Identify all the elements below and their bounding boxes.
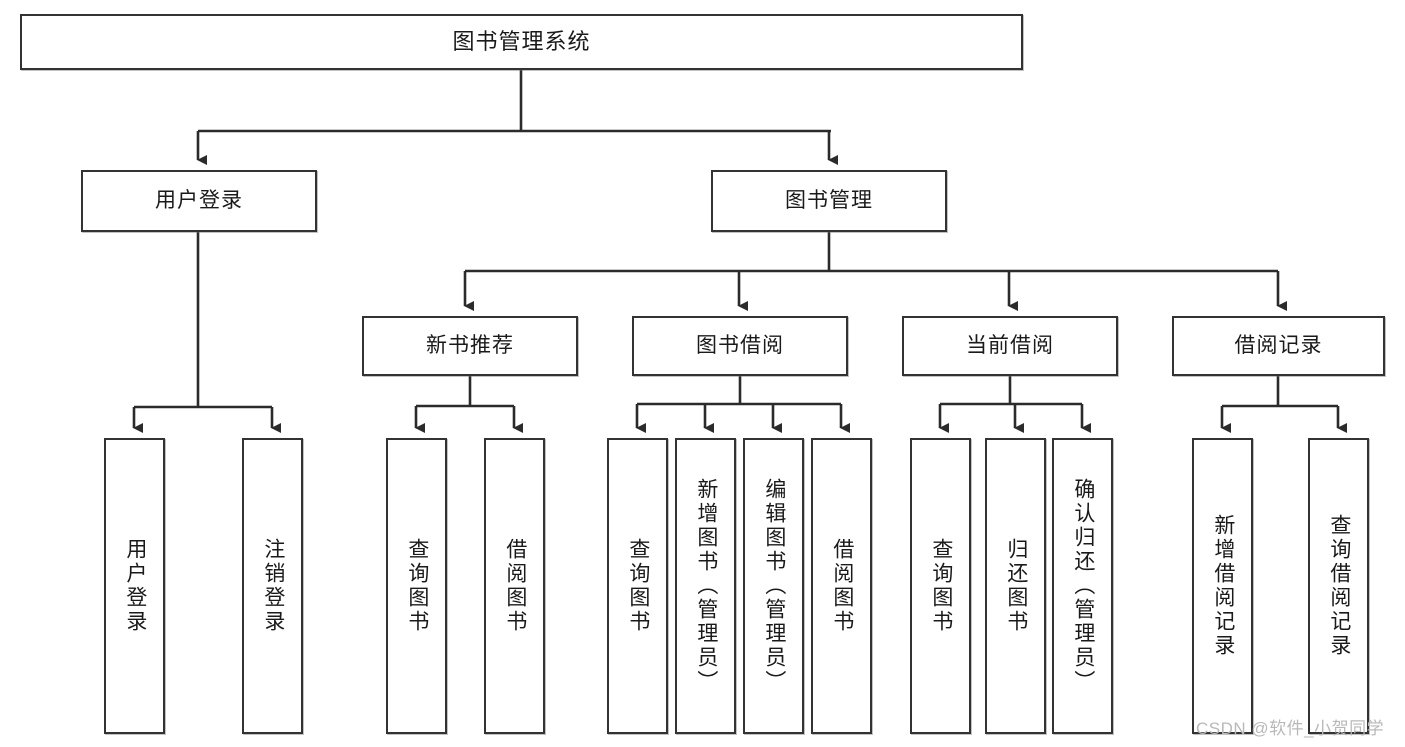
- node-book-manage[interactable]: 图书管理: [711, 170, 947, 232]
- node-leaf-query-book-3[interactable]: 查询图书: [910, 438, 971, 734]
- node-leaf-borrow-book-1-label: 借阅图书: [503, 538, 527, 634]
- node-leaf-borrow-book-2-label: 借阅图书: [830, 538, 854, 634]
- node-root[interactable]: 图书管理系统: [20, 14, 1023, 70]
- node-leaf-add-record-label: 新增借阅记录: [1211, 514, 1235, 658]
- node-leaf-borrow-book-1[interactable]: 借阅图书: [484, 438, 545, 734]
- node-leaf-query-book-1-label: 查询图书: [405, 538, 429, 634]
- node-leaf-return-book-label: 归还图书: [1004, 538, 1028, 634]
- node-leaf-return-book[interactable]: 归还图书: [985, 438, 1046, 734]
- node-leaf-add-book-label: 新增图书（管理员）: [694, 478, 718, 694]
- node-borrow-record-label: 借阅记录: [1234, 333, 1323, 357]
- node-leaf-query-book-3-label: 查询图书: [929, 538, 953, 634]
- node-book-manage-label: 图书管理: [785, 188, 873, 212]
- node-user-login[interactable]: 用户登录: [81, 170, 317, 232]
- node-leaf-user-login-label: 用户登录: [123, 538, 147, 634]
- node-leaf-query-book-2[interactable]: 查询图书: [607, 438, 668, 734]
- node-book-borrow[interactable]: 图书借阅: [632, 316, 848, 376]
- node-leaf-logout-label: 注销登录: [261, 538, 285, 634]
- node-book-borrow-label: 图书借阅: [696, 333, 784, 357]
- node-leaf-query-record-label: 查询借阅记录: [1327, 514, 1351, 658]
- node-root-label: 图书管理系统: [452, 29, 591, 55]
- node-current-borrow-label: 当前借阅: [966, 333, 1054, 357]
- node-current-borrow[interactable]: 当前借阅: [902, 316, 1118, 376]
- node-borrow-record[interactable]: 借阅记录: [1172, 316, 1385, 376]
- node-leaf-query-book-2-label: 查询图书: [626, 538, 650, 634]
- csdn-watermark: CSDN @软件_小贺同学: [1196, 719, 1385, 738]
- node-new-book-recommend[interactable]: 新书推荐: [362, 316, 578, 376]
- node-leaf-query-book-1[interactable]: 查询图书: [386, 438, 447, 734]
- node-leaf-confirm-return-label: 确认归还（管理员）: [1071, 478, 1095, 694]
- node-leaf-user-login[interactable]: 用户登录: [104, 438, 165, 734]
- node-leaf-logout[interactable]: 注销登录: [242, 438, 303, 734]
- node-leaf-edit-book-label: 编辑图书（管理员）: [762, 478, 786, 694]
- node-leaf-confirm-return[interactable]: 确认归还（管理员）: [1052, 438, 1113, 734]
- node-leaf-add-record[interactable]: 新增借阅记录: [1192, 438, 1253, 734]
- node-leaf-edit-book[interactable]: 编辑图书（管理员）: [743, 438, 804, 734]
- node-new-book-recommend-label: 新书推荐: [426, 333, 514, 357]
- node-user-login-label: 用户登录: [155, 188, 243, 212]
- node-leaf-borrow-book-2[interactable]: 借阅图书: [811, 438, 872, 734]
- node-leaf-add-book[interactable]: 新增图书（管理员）: [675, 438, 736, 734]
- node-leaf-query-record[interactable]: 查询借阅记录: [1308, 438, 1369, 734]
